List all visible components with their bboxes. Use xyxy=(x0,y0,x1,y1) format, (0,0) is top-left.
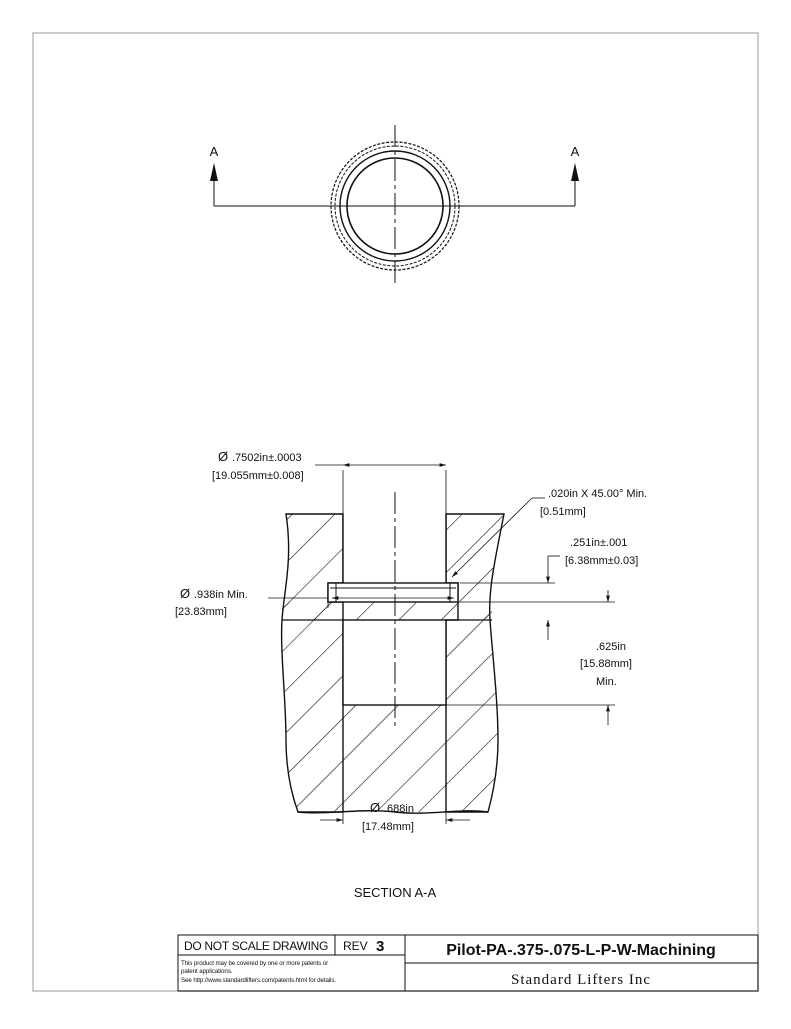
bottom-break-line xyxy=(297,810,489,814)
depth-metric: [15.88mm] xyxy=(580,658,632,670)
chamfer-metric: [0.51mm] xyxy=(540,506,586,518)
lower-band xyxy=(282,602,492,620)
part-number: Pilot-PA-.375-.075-L-P-W-Machining xyxy=(446,942,716,959)
section-arrow-left xyxy=(210,163,218,181)
lower-bore-symbol: Ø xyxy=(370,800,380,815)
groove-diameter-imperial: .938in Min. xyxy=(194,589,248,601)
patent-line-3: See http://www.standardlifters.com/paten… xyxy=(181,977,336,984)
lower-bore-metric: [17.48mm] xyxy=(362,821,414,833)
material-right xyxy=(445,513,505,813)
section-arrow-right xyxy=(571,163,579,181)
chamfer-imperial: .020in X 45.00° Min. xyxy=(548,488,647,500)
rev-value: 3 xyxy=(376,938,384,955)
bore-circle xyxy=(346,157,444,255)
section-title: SECTION A-A xyxy=(354,885,437,900)
groove-height-imperial: .251in±.001 xyxy=(570,537,627,549)
section-marker-right: A xyxy=(571,144,580,159)
groove xyxy=(327,582,459,603)
outer-circle-2 xyxy=(334,145,456,267)
bore-diameter-imperial: .7502in±.0003 xyxy=(232,452,302,464)
top-view: A A xyxy=(210,125,580,287)
section-marker-left: A xyxy=(210,144,219,159)
depth-imperial: .625in xyxy=(596,641,626,653)
patent-line-2: patent applications. xyxy=(181,968,233,975)
groove-diameter-metric: [23.83mm] xyxy=(175,606,227,618)
material-left xyxy=(280,513,344,813)
lower-bore-imperial: .688in xyxy=(384,803,414,815)
patent-line-1: This product may be covered by one or mo… xyxy=(181,960,328,967)
bore-diameter-metric: [19.055mm±0.008] xyxy=(212,470,304,482)
do-not-scale-text: DO NOT SCALE DRAWING xyxy=(184,939,328,953)
rev-label: REV xyxy=(343,939,368,953)
groove-circle xyxy=(339,150,451,262)
bore-diameter-symbol: Ø xyxy=(218,449,228,464)
company-name: Standard Lifters Inc xyxy=(511,972,651,988)
outer-knurl-circle xyxy=(330,141,460,271)
groove-diameter-symbol: Ø xyxy=(180,586,190,601)
groove-height-metric: [6.38mm±0.03] xyxy=(565,555,638,567)
title-block: DO NOT SCALE DRAWING REV 3 Pilot-PA-.375… xyxy=(177,934,759,992)
depth-note: Min. xyxy=(596,676,617,688)
section-view: Ø .7502in±.0003 [19.055mm±0.008] .020in … xyxy=(175,449,647,900)
